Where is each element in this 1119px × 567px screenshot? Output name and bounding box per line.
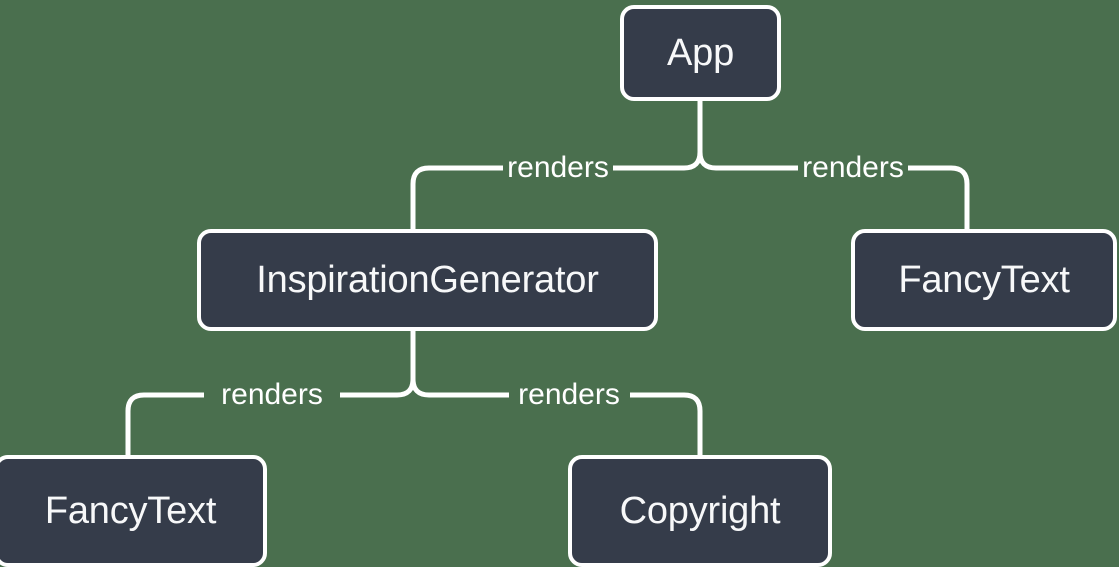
- node-copyright[interactable]: Copyright: [568, 455, 832, 567]
- node-fancy-text-bottom-left-label: FancyText: [44, 489, 217, 532]
- node-fancy-text-right[interactable]: FancyText: [851, 229, 1117, 331]
- node-copyright-label: Copyright: [619, 489, 781, 532]
- node-inspiration-generator-label: InspirationGenerator: [256, 258, 599, 301]
- edge-label-inspiration-generator-to-fancy-text-bottom-left: renders: [221, 378, 323, 411]
- node-inspiration-generator[interactable]: InspirationGenerator: [197, 229, 658, 331]
- edge-label-inspiration-generator-to-copyright: renders: [518, 378, 620, 411]
- wire-inspiration-generator-split-right: [410, 378, 509, 398]
- wire-app-split-right: [697, 151, 798, 171]
- edge-label-app-to-inspiration-generator: renders: [507, 151, 609, 184]
- wire-inspiration-generator-to-copyright: [630, 392, 703, 455]
- wire-app-to-inspiration-generator: [410, 165, 503, 229]
- wire-app-split-left: [613, 151, 703, 171]
- node-app[interactable]: App: [620, 5, 781, 101]
- node-fancy-text-right-label: FancyText: [898, 258, 1070, 301]
- node-app-label: App: [666, 31, 734, 74]
- wire-app-to-fancy-text-right: [908, 165, 970, 229]
- wire-inspiration-generator-to-fancy-text-bottom-left: [125, 392, 204, 455]
- node-fancy-text-bottom-left[interactable]: FancyText: [0, 455, 267, 567]
- edge-label-app-to-fancy-text-right: renders: [802, 151, 904, 184]
- wire-inspiration-generator-split-left: [340, 378, 416, 398]
